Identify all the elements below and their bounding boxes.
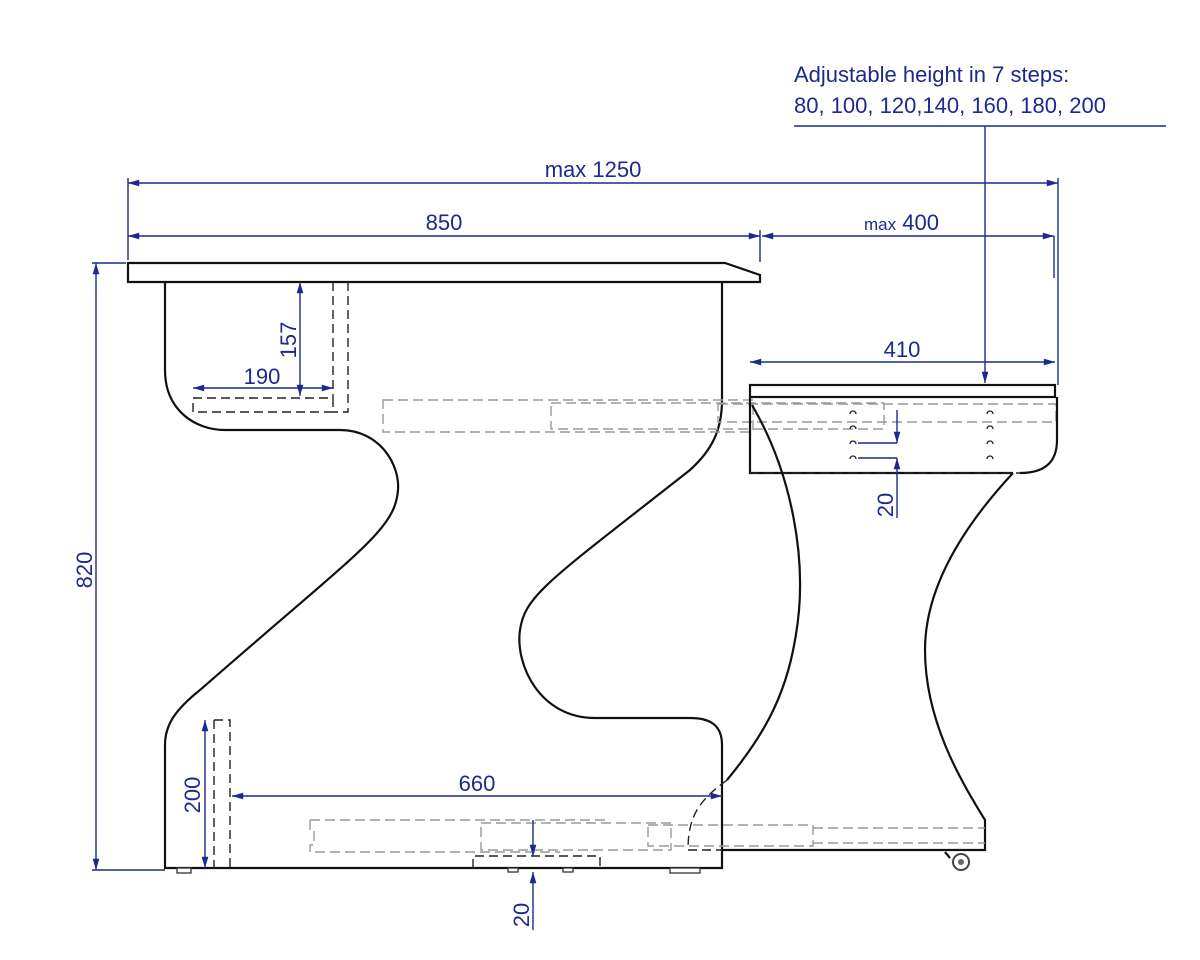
desk-side-panel bbox=[163, 282, 724, 870]
foot-height-label: 200 bbox=[180, 777, 205, 814]
caster-mount bbox=[944, 851, 951, 859]
step-label: 20 bbox=[873, 493, 898, 517]
adjustment-holes bbox=[849, 410, 994, 460]
bottom-rail-hidden bbox=[813, 827, 985, 844]
glide-plate-hidden bbox=[472, 855, 601, 868]
height-note-line2: 80, 100, 120,140, 160, 180, 200 bbox=[794, 93, 1106, 118]
side-unit-front-leg bbox=[726, 404, 802, 781]
extension-label: max 400 bbox=[864, 210, 939, 235]
shelf-depth-label: 190 bbox=[244, 364, 281, 389]
rail-hidden bbox=[717, 403, 1057, 423]
base-depth-label: 660 bbox=[459, 771, 496, 796]
total-height-label: 820 bbox=[72, 552, 97, 589]
rail-hidden bbox=[382, 399, 754, 433]
side-unit-rear-leg bbox=[722, 472, 1014, 852]
bottom-rail-hidden bbox=[480, 822, 672, 851]
shelf-height-label: 157 bbox=[276, 322, 301, 359]
foot-hidden bbox=[213, 719, 231, 868]
caster-wheel-icon bbox=[952, 853, 970, 871]
floor-glides bbox=[176, 867, 701, 874]
shelf-hidden bbox=[192, 397, 334, 413]
rail-hidden bbox=[550, 402, 885, 430]
height-note-line1: Adjustable height in 7 steps: bbox=[794, 62, 1069, 87]
side-unit-leg-hidden bbox=[687, 779, 728, 851]
bottom-rail-hidden bbox=[309, 819, 610, 853]
side-unit-top bbox=[748, 383, 1057, 399]
clearance-label: 20 bbox=[509, 903, 534, 927]
total-width-label: max 1250 bbox=[545, 157, 642, 182]
desk-top bbox=[126, 261, 762, 284]
side-unit-box bbox=[748, 397, 1059, 475]
bottom-rail-hidden bbox=[647, 824, 814, 847]
caster-hub bbox=[958, 859, 964, 865]
side-unit-width-label: 410 bbox=[884, 337, 921, 362]
desk-width-label: 850 bbox=[426, 210, 463, 235]
shelf-support-hidden bbox=[332, 282, 349, 413]
